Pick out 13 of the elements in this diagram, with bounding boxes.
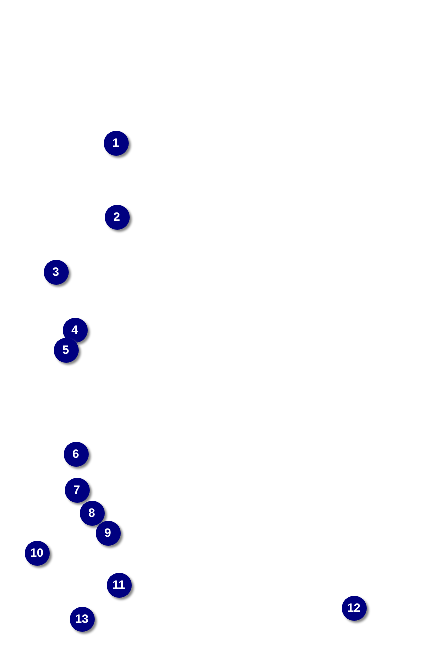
callout-number: 12 xyxy=(342,596,366,620)
callout-number: 5 xyxy=(54,338,78,362)
callout-number: 11 xyxy=(106,572,132,598)
callout-number: 2 xyxy=(104,204,130,230)
callout-number: 13 xyxy=(70,606,94,632)
callout-number: 1 xyxy=(104,130,128,156)
callout-number: 4 xyxy=(62,318,88,342)
callout-number: 8 xyxy=(80,500,104,526)
callout-number: 9 xyxy=(96,520,120,546)
callout-number: 6 xyxy=(64,442,88,466)
callout-number: 10 xyxy=(24,540,50,566)
callout-number: 3 xyxy=(44,260,68,284)
callout-number: 7 xyxy=(64,478,90,502)
